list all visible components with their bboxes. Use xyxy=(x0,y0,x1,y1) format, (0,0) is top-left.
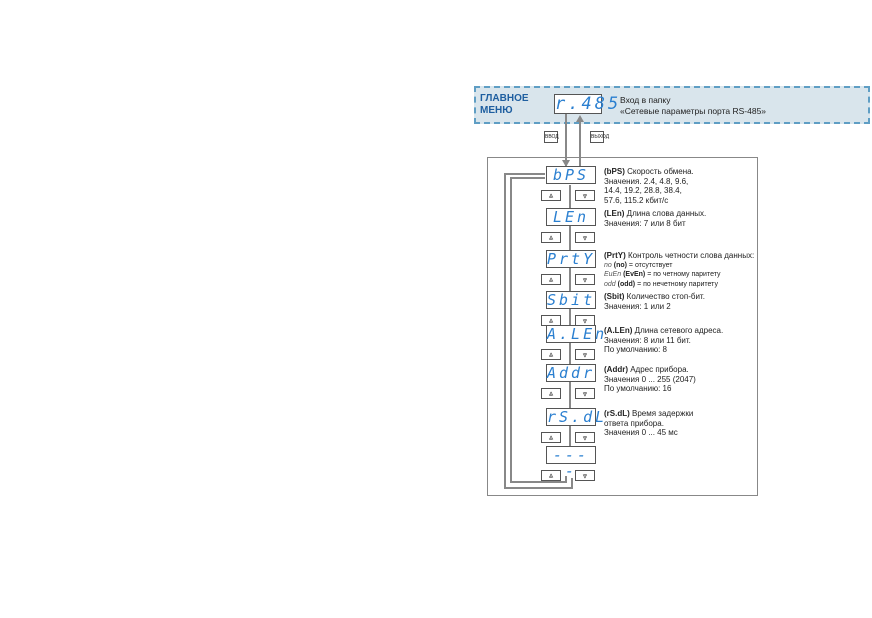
down-button[interactable]: ⩔ xyxy=(575,232,595,243)
parity-option-code: (EvEn) xyxy=(623,271,646,278)
param-line: 57.6, 115.2 кбит/с xyxy=(604,195,669,205)
param-title: Длина слова данных. xyxy=(624,209,707,218)
param-title: Адрес прибора. xyxy=(628,365,689,374)
param-display: Sbit xyxy=(546,291,596,309)
main-menu-description: Вход в папку «Сетевые параметры порта RS… xyxy=(620,95,766,117)
param-title: Время задержки xyxy=(629,409,694,418)
down-button[interactable]: ⩔ xyxy=(575,470,595,481)
main-menu-display: r.485 xyxy=(554,94,622,114)
param-display: LEn xyxy=(546,208,596,226)
param-line: 14.4, 19.2, 28.8, 38.4, xyxy=(604,186,682,195)
main-menu-bar xyxy=(474,86,870,124)
parity-option-lcd: EuEn xyxy=(604,271,622,278)
main-menu-title-line2: МЕНЮ xyxy=(480,105,513,116)
param-line: ответа прибора. xyxy=(604,418,664,428)
param-display: bPS xyxy=(546,166,596,184)
main-menu-desc-line2: «Сетевые параметры порта RS-485» xyxy=(620,106,767,116)
param-line: Значения: 7 или 8 бит xyxy=(604,218,686,228)
param-title: Количество стоп-бит. xyxy=(624,292,705,301)
parity-option: odd (odd) = по нечетному паритету xyxy=(604,280,764,290)
parity-option: no (no) = отсутствует xyxy=(604,261,764,271)
param-description: (PrtY) Контроль четности слова данных:no… xyxy=(604,251,764,289)
up-button[interactable]: ⩓ xyxy=(541,388,561,399)
up-button[interactable]: ⩓ xyxy=(541,190,561,201)
parity-option-text: = по четному паритету xyxy=(645,271,721,278)
up-button[interactable]: ⩓ xyxy=(541,349,561,360)
param-display: ---- xyxy=(546,446,596,479)
param-code: (LEn) xyxy=(604,209,625,218)
down-button[interactable]: ⩔ xyxy=(575,190,595,201)
parity-option-lcd: no xyxy=(604,261,612,269)
param-title: Контроль четности слова данных: xyxy=(625,251,755,260)
parity-option-lcd: odd xyxy=(604,280,616,288)
main-menu-title-line1: ГЛАВНОЕ xyxy=(480,93,529,104)
parity-option-code: (odd) xyxy=(617,280,636,288)
param-line: Значения: 8 или 11 бит. xyxy=(604,335,691,345)
param-code: (A.LEn) xyxy=(604,326,633,335)
param-line: По умолчанию: 16 xyxy=(604,384,672,393)
param-line: По умолчанию: 8 xyxy=(604,345,667,354)
up-button[interactable]: ⩓ xyxy=(541,274,561,285)
param-title: Длина сетевого адреса. xyxy=(632,326,724,335)
down-button[interactable]: ⩔ xyxy=(575,388,595,399)
down-button[interactable]: ⩔ xyxy=(575,274,595,285)
param-code: (rS.dL) xyxy=(604,409,630,418)
down-button[interactable]: ⩔ xyxy=(575,349,595,360)
param-description: (Sbit) Количество стоп-бит.Значения: 1 и… xyxy=(604,292,764,311)
param-description: (LEn) Длина слова данных.Значения: 7 или… xyxy=(604,209,764,228)
exit-button[interactable]: ВЫХОД xyxy=(590,131,609,143)
param-display: A.LEn xyxy=(546,325,608,343)
up-button[interactable]: ⩓ xyxy=(541,232,561,243)
param-code: (PrtY) xyxy=(604,251,626,260)
enter-button[interactable]: ВВОД xyxy=(544,131,559,143)
param-display: rS.dL xyxy=(546,408,608,426)
param-display: Addr xyxy=(546,364,596,382)
parameter-list-frame xyxy=(487,157,758,496)
parity-option-text: = по нечетному паритету xyxy=(635,280,718,288)
param-code: (Addr) xyxy=(604,365,628,374)
param-description: (Addr) Адрес прибора.Значения 0 ... 255 … xyxy=(604,365,764,394)
parity-option-code: (no) xyxy=(613,261,627,269)
param-code: (bPS) xyxy=(604,167,625,176)
main-menu-desc-line1: Вход в папку xyxy=(620,95,671,105)
param-display: PrtY xyxy=(546,250,596,268)
param-code: (Sbit) xyxy=(604,292,625,301)
parity-option: EuEn (EvEn) = по четному паритету xyxy=(604,270,764,280)
main-menu-title: ГЛАВНОЕ МЕНЮ xyxy=(480,93,529,117)
param-description: (bPS) Скорость обмена.Значения. 2.4, 4.8… xyxy=(604,167,764,205)
param-line: Значения 0 ... 45 мс xyxy=(604,428,678,437)
down-button[interactable]: ⩔ xyxy=(575,432,595,443)
param-line: Значения: 1 или 2 xyxy=(604,301,671,311)
param-line: Значения. 2.4, 4.8, 9.6, xyxy=(604,176,689,186)
param-description: (A.LEn) Длина сетевого адреса.Значения: … xyxy=(604,326,764,355)
param-title: Скорость обмена. xyxy=(624,167,694,176)
parity-option-text: = отсутствует xyxy=(626,261,673,269)
up-button[interactable]: ⩓ xyxy=(541,432,561,443)
param-line: Значения 0 ... 255 (2047) xyxy=(604,374,696,384)
up-button[interactable]: ⩓ xyxy=(541,470,561,481)
